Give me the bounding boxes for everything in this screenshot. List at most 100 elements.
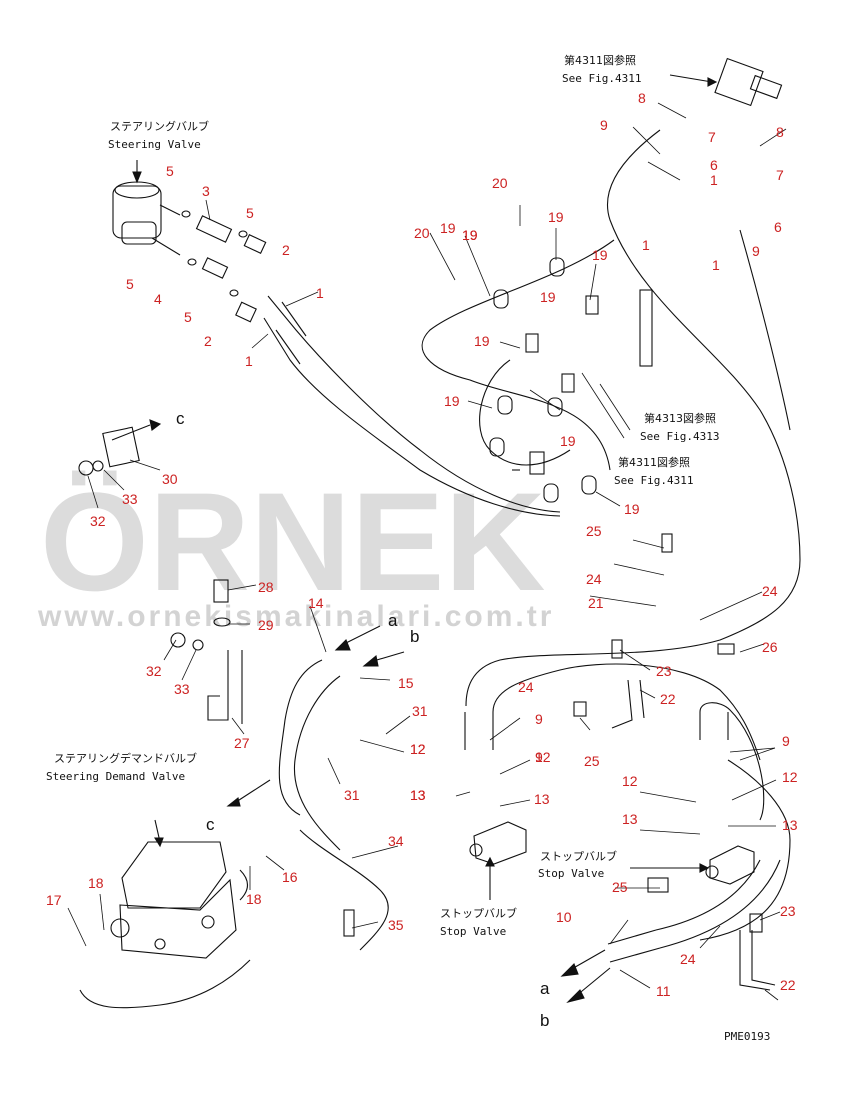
callout-25: 25 bbox=[612, 879, 628, 895]
callout-35: 35 bbox=[388, 917, 404, 933]
callout-18: 18 bbox=[88, 875, 104, 891]
callout-13: 13 bbox=[534, 791, 550, 807]
callout-1: 1 bbox=[245, 353, 253, 369]
callout-25: 25 bbox=[584, 753, 600, 769]
callout-5: 5 bbox=[126, 276, 134, 292]
callout-21: 21 bbox=[588, 595, 604, 611]
callout-28: 28 bbox=[258, 579, 274, 595]
callout-6: 6 bbox=[774, 219, 782, 235]
letter-markers: c a b c a b bbox=[176, 409, 550, 1030]
watermark-brand: ÖRNEK bbox=[40, 463, 546, 620]
callout-12: 12 bbox=[535, 749, 551, 765]
callout-5: 5 bbox=[166, 163, 174, 179]
callout-9: 9 bbox=[535, 749, 543, 765]
letter-c-bottom: c bbox=[206, 815, 215, 834]
steering-demand-valve-drawing bbox=[110, 819, 237, 959]
callout-32: 32 bbox=[90, 513, 106, 529]
callout-12: 12 bbox=[410, 741, 426, 757]
callout-26: 26 bbox=[762, 639, 778, 655]
callout-15: 15 bbox=[398, 675, 414, 691]
callout-1: 1 bbox=[712, 257, 720, 273]
callout-5: 5 bbox=[246, 205, 254, 221]
letter-b-mid: b bbox=[410, 627, 419, 646]
ref-3-en: See Fig.4311 bbox=[614, 474, 693, 487]
ref-2-en: See Fig.4313 bbox=[640, 430, 719, 443]
callout-22: 22 bbox=[780, 977, 796, 993]
stop-valve-left-drawing bbox=[469, 821, 527, 900]
callout-19: 19 bbox=[560, 433, 576, 449]
callout-30: 30 bbox=[162, 471, 178, 487]
callout-34: 34 bbox=[388, 833, 404, 849]
callout-19: 19 bbox=[474, 333, 490, 349]
steering-valve-jp: ステアリングバルブ bbox=[110, 119, 209, 133]
callout-17: 17 bbox=[46, 892, 62, 908]
callout-27: 27 bbox=[234, 735, 250, 751]
callout-10: 10 bbox=[556, 909, 572, 925]
line-work bbox=[67, 57, 801, 1009]
callout-24: 24 bbox=[680, 951, 696, 967]
ref-1-en: See Fig.4311 bbox=[562, 72, 641, 85]
callout-4: 4 bbox=[154, 291, 162, 307]
callout-6: 6 bbox=[710, 157, 718, 173]
callout-1: 1 bbox=[642, 237, 650, 253]
stop-valve-right-jp: ストップバルブ bbox=[540, 849, 617, 863]
component-labels: ステアリングバルブ Steering Valve ステアリングデマンドバルブ S… bbox=[46, 53, 770, 1043]
callout-13: 13 bbox=[782, 817, 798, 833]
callout-1: 1 bbox=[316, 285, 324, 301]
callout-7: 7 bbox=[708, 129, 716, 145]
callout-12: 12 bbox=[622, 773, 638, 789]
callout-31: 31 bbox=[412, 703, 428, 719]
ref-2-jp: 第4313図参照 bbox=[644, 411, 716, 425]
callout-3: 3 bbox=[202, 183, 210, 199]
stop-valve-left-en: Stop Valve bbox=[440, 925, 506, 938]
steering-valve-en: Steering Valve bbox=[108, 138, 201, 151]
stop-valve-right-en: Stop Valve bbox=[538, 867, 604, 880]
drawing-code: PME0193 bbox=[724, 1030, 770, 1043]
callout-2: 2 bbox=[204, 333, 212, 349]
callout-9: 9 bbox=[752, 243, 760, 259]
callout-31: 31 bbox=[344, 787, 360, 803]
callout-29: 29 bbox=[258, 617, 274, 633]
clamp-cluster bbox=[489, 257, 653, 503]
ref-1-jp: 第4311図参照 bbox=[564, 53, 636, 67]
callout-24: 24 bbox=[762, 583, 778, 599]
callout-22: 22 bbox=[660, 691, 676, 707]
letter-a-bottom: a bbox=[540, 979, 550, 998]
callout-1: 1 bbox=[710, 172, 718, 188]
callout-23: 23 bbox=[780, 903, 796, 919]
watermark-url: www.ornekismakinalari.com.tr bbox=[37, 600, 554, 633]
stop-valve-right-drawing bbox=[630, 845, 755, 885]
callout-19: 19 bbox=[440, 220, 456, 236]
callout-13: 13 bbox=[410, 787, 426, 803]
callout-19: 19 bbox=[540, 289, 556, 305]
callout-19: 19 bbox=[444, 393, 460, 409]
callout-19: 19 bbox=[462, 227, 478, 243]
callout-16: 16 bbox=[282, 869, 298, 885]
callout-23: 23 bbox=[656, 663, 672, 679]
callout-13: 13 bbox=[410, 787, 426, 803]
callout-2: 2 bbox=[282, 242, 290, 258]
callout-33: 33 bbox=[122, 491, 138, 507]
steering-valve-drawing bbox=[112, 160, 181, 256]
callout-33: 33 bbox=[174, 681, 190, 697]
callout-9: 9 bbox=[535, 711, 543, 727]
callout-19: 19 bbox=[462, 227, 478, 243]
callout-8: 8 bbox=[776, 124, 784, 140]
callout-7: 7 bbox=[776, 167, 784, 183]
callout-19: 19 bbox=[624, 501, 640, 517]
callout-5: 5 bbox=[184, 309, 192, 325]
callout-20: 20 bbox=[492, 175, 508, 191]
callout-11: 11 bbox=[656, 983, 671, 999]
callout-24: 24 bbox=[586, 571, 602, 587]
callout-12: 12 bbox=[410, 741, 426, 757]
watermark: ÖRNEK www.ornekismakinalari.com.tr bbox=[37, 463, 554, 633]
fig-4311-block bbox=[669, 57, 783, 107]
callout-14: 14 bbox=[308, 595, 324, 611]
callout-8: 8 bbox=[638, 90, 646, 106]
letter-b-bottom: b bbox=[540, 1011, 549, 1030]
callout-19: 19 bbox=[592, 247, 608, 263]
callout-13: 13 bbox=[622, 811, 638, 827]
steering-demand-valve-en: Steering Demand Valve bbox=[46, 770, 185, 783]
callout-24: 24 bbox=[518, 679, 534, 695]
